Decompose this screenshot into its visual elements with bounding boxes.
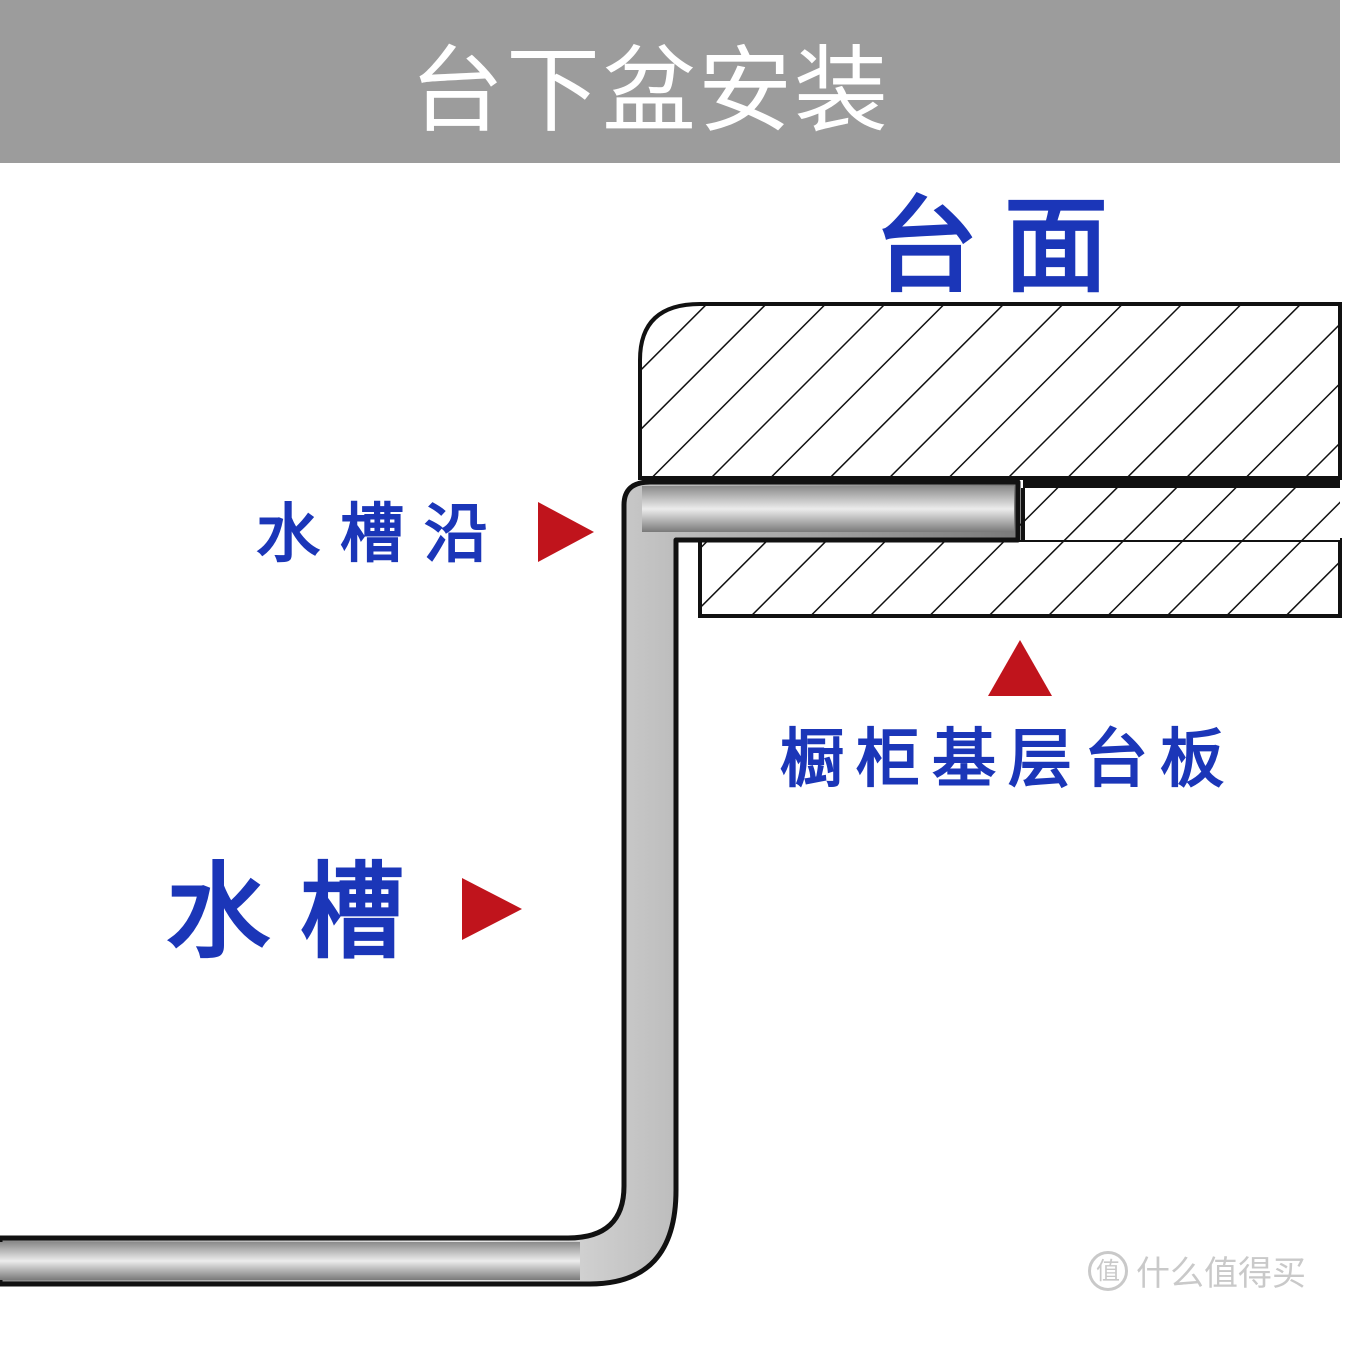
sink-arrow-icon [462, 878, 522, 940]
watermark-text: 什么值得买 [1136, 1254, 1306, 1294]
countertop-slab [638, 302, 1342, 480]
label-cabinet-base-board: 橱柜基层台板 [780, 723, 1236, 797]
sink-wall [0, 479, 1021, 1287]
page-title: 台下盆安装 [409, 37, 890, 146]
cabinet-base-board [698, 538, 1342, 618]
cabinet-board-arrow-icon [988, 640, 1052, 696]
watermark: 值 什么值得买 [1088, 1246, 1306, 1295]
label-sink-rim: 水槽沿 [256, 498, 508, 572]
label-countertop: 台面 [874, 185, 1135, 307]
sink-rim-arrow-icon [538, 502, 594, 562]
sink-rim [642, 486, 1014, 532]
title-banner: 台下盆安装 [0, 0, 1340, 163]
label-sink: 水槽 [166, 851, 435, 973]
watermark-logo-icon: 值 [1088, 1250, 1128, 1291]
